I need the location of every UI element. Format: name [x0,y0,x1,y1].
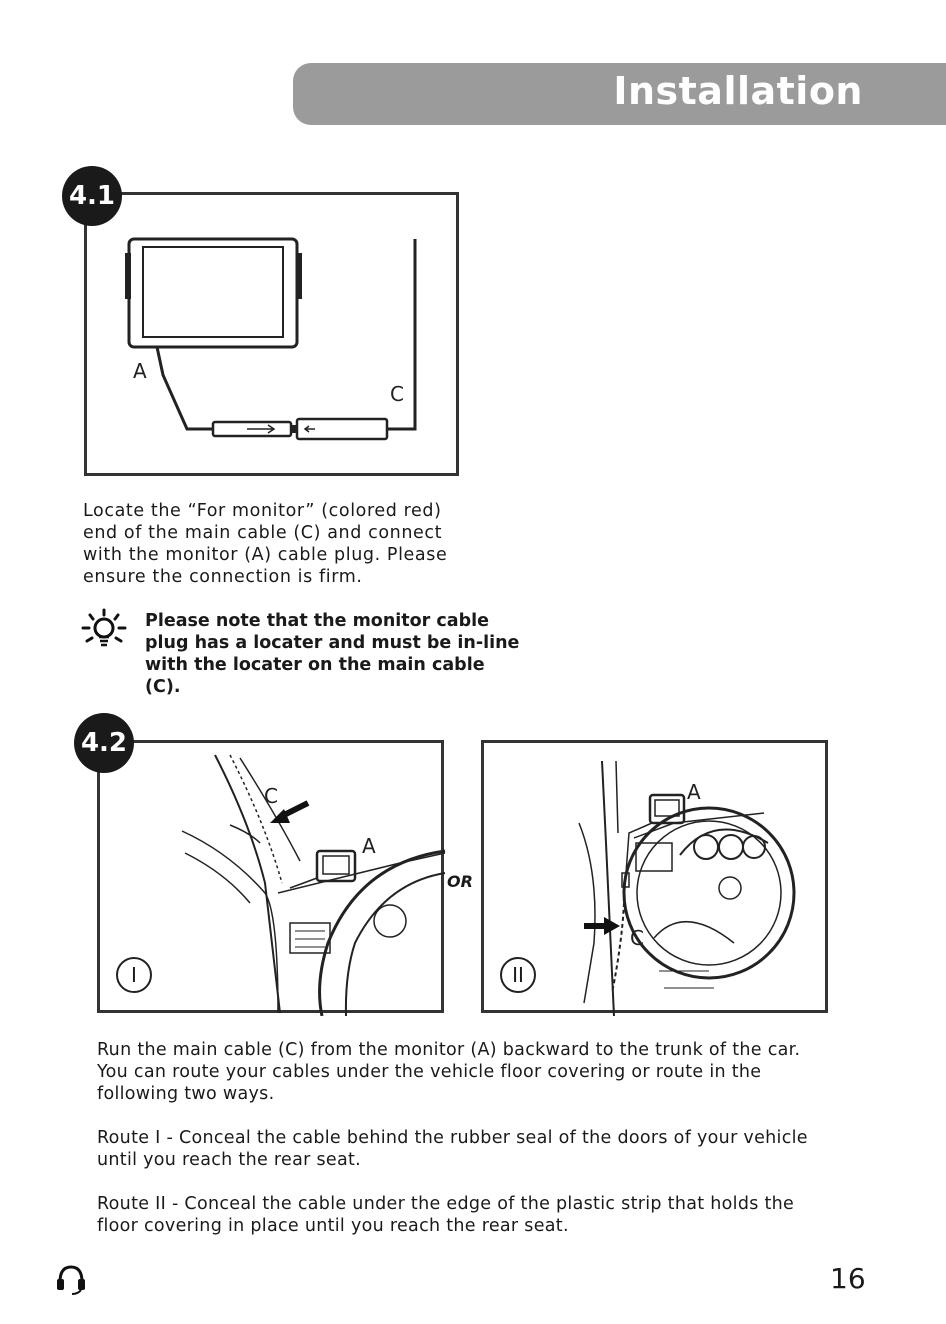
route-2-marker: II [500,957,536,993]
instruction-paragraph: Run the main cable (C) from the monitor … [97,1040,801,1104]
route-2-label-c: C [630,926,644,950]
headset-icon [54,1262,88,1300]
note-line: plug has a locater and must be in-line [145,633,520,653]
step-badge-4-1: 4.1 [62,166,122,226]
route-1-illustration: C A I [97,740,446,1016]
route-1-drawing: C A [181,754,446,1016]
route-2-drawing: A C [578,760,796,1016]
step-badge-4-2: 4.2 [74,713,134,773]
route-2-label-a: A [687,780,701,804]
header-bar: Installation [293,63,946,125]
route-2-illustration: A C II [481,740,828,1016]
instruction-line: with the monitor (A) cable plug. Please [83,545,448,565]
route-1-label-c: C [264,784,278,808]
monitor-cable-diagram: A C [125,237,417,441]
instruction-line: ensure the connection is firm. [83,567,363,587]
note-line: Please note that the monitor cable [145,611,489,631]
instruction-paragraph: Route II - Conceal the cable under the e… [97,1194,795,1236]
page-number: 16 [830,1262,866,1295]
route-1-label-a: A [362,834,376,858]
instruction-paragraph: Route I - Conceal the cable behind the r… [97,1128,808,1170]
step-4-1-instructions: Locate the “For monitor” (colored red) e… [83,500,483,588]
label-a: A [133,359,147,383]
step-4-1-diagram: A C [84,192,459,476]
route-1-marker: I [116,957,152,993]
or-label: OR [447,872,473,891]
page-title: Installation [613,69,863,113]
step-4-2-instructions: Run the main cable (C) from the monitor … [97,1039,832,1237]
locater-note: Please note that the monitor cable plug … [145,610,525,698]
instruction-line: end of the main cable (C) and connect [83,523,443,543]
note-line: with the locater on the main cable (C). [145,655,485,697]
lightbulb-icon [80,608,130,656]
label-c: C [390,382,404,406]
instruction-line: Locate the “For monitor” (colored red) [83,501,442,521]
